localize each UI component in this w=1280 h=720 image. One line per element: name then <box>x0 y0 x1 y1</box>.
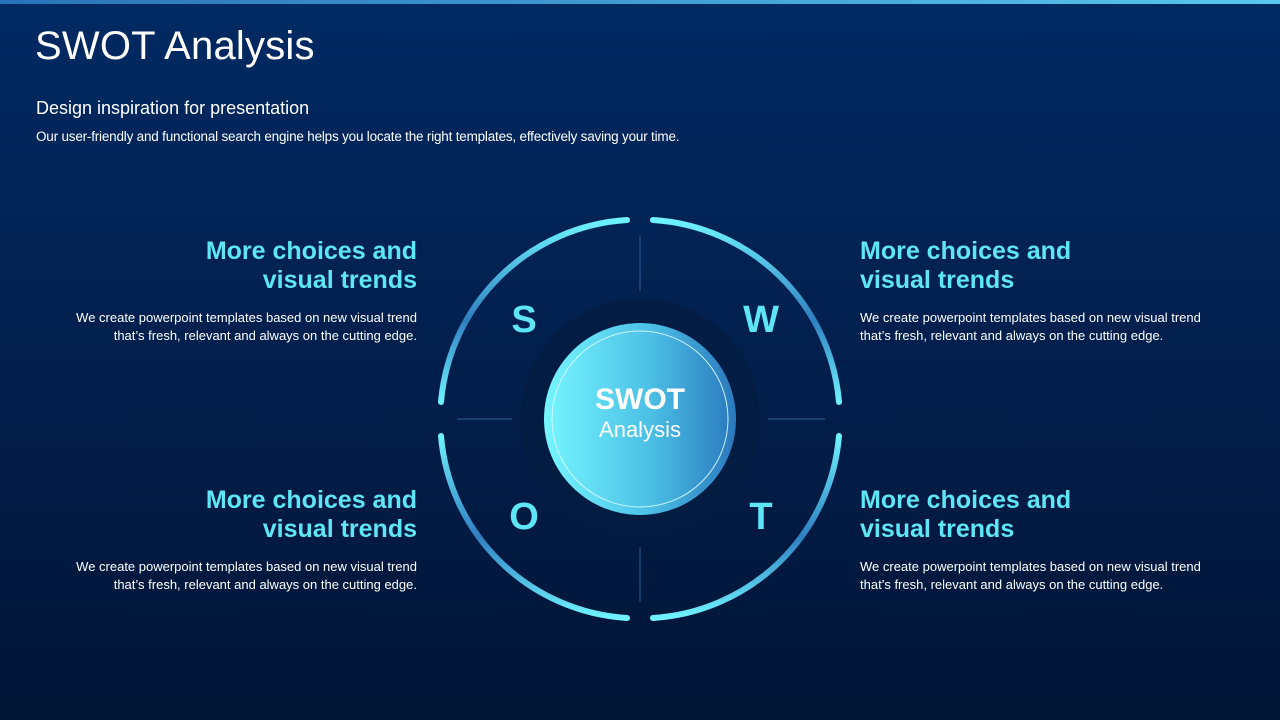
strengths-heading-line2: visual trends <box>262 266 417 294</box>
swot-ring-diagram <box>438 217 842 621</box>
strengths-text-line2: that’s fresh, relevant and always on the… <box>113 328 417 343</box>
opportunities-heading-line2: visual trends <box>262 515 417 543</box>
ring-arc-opportunities <box>438 433 630 621</box>
weaknesses-heading: More choices and visual trends <box>860 237 1220 295</box>
threats-heading-line1: More choices and <box>860 486 1072 514</box>
weaknesses-text-line1: We create powerpoint templates based on … <box>860 310 1201 325</box>
threats-text-block: More choices and visual trends We create… <box>860 486 1220 594</box>
opportunities-description: We create powerpoint templates based on … <box>57 558 417 594</box>
opportunities-heading: More choices and visual trends <box>57 486 417 544</box>
ring-arc-weaknesses <box>650 217 842 405</box>
threats-heading: More choices and visual trends <box>860 486 1220 544</box>
letter-o: O <box>509 496 539 538</box>
weaknesses-heading-line1: More choices and <box>860 237 1072 265</box>
letter-t: T <box>749 496 773 538</box>
letter-s: S <box>511 299 537 341</box>
center-subtitle: Analysis <box>599 417 681 442</box>
letter-w: W <box>743 299 779 341</box>
opportunities-text-line2: that’s fresh, relevant and always on the… <box>113 577 417 592</box>
core-circle <box>544 323 736 515</box>
threats-description: We create powerpoint templates based on … <box>860 558 1220 594</box>
threats-text-line1: We create powerpoint templates based on … <box>860 559 1201 574</box>
core-inner-ring <box>551 330 729 508</box>
weaknesses-text-block: More choices and visual trends We create… <box>860 237 1220 345</box>
weaknesses-description: We create powerpoint templates based on … <box>860 309 1220 345</box>
page-title: SWOT Analysis <box>35 24 315 68</box>
opportunities-heading-line1: More choices and <box>205 486 417 514</box>
top-accent-bar <box>0 0 1280 4</box>
strengths-text-block: More choices and visual trends We create… <box>57 237 417 345</box>
threats-text-line2: that’s fresh, relevant and always on the… <box>860 577 1164 592</box>
strengths-heading-line1: More choices and <box>205 237 417 265</box>
weaknesses-heading-line2: visual trends <box>860 266 1015 294</box>
strengths-description: We create powerpoint templates based on … <box>57 309 417 345</box>
page-description: Our user-friendly and functional search … <box>36 129 680 144</box>
page-subtitle: Design inspiration for presentation <box>36 98 310 118</box>
strengths-heading: More choices and visual trends <box>57 237 417 295</box>
opportunities-text-line1: We create powerpoint templates based on … <box>76 559 417 574</box>
ring-arc-strengths <box>438 217 630 405</box>
weaknesses-text-line2: that’s fresh, relevant and always on the… <box>860 328 1164 343</box>
center-label: SWOT Analysis <box>560 383 720 443</box>
strengths-text-line1: We create powerpoint templates based on … <box>76 310 417 325</box>
ring-arc-threats <box>650 433 842 621</box>
opportunities-text-block: More choices and visual trends We create… <box>57 486 417 594</box>
threats-heading-line2: visual trends <box>860 515 1015 543</box>
center-title: SWOT <box>595 383 685 416</box>
